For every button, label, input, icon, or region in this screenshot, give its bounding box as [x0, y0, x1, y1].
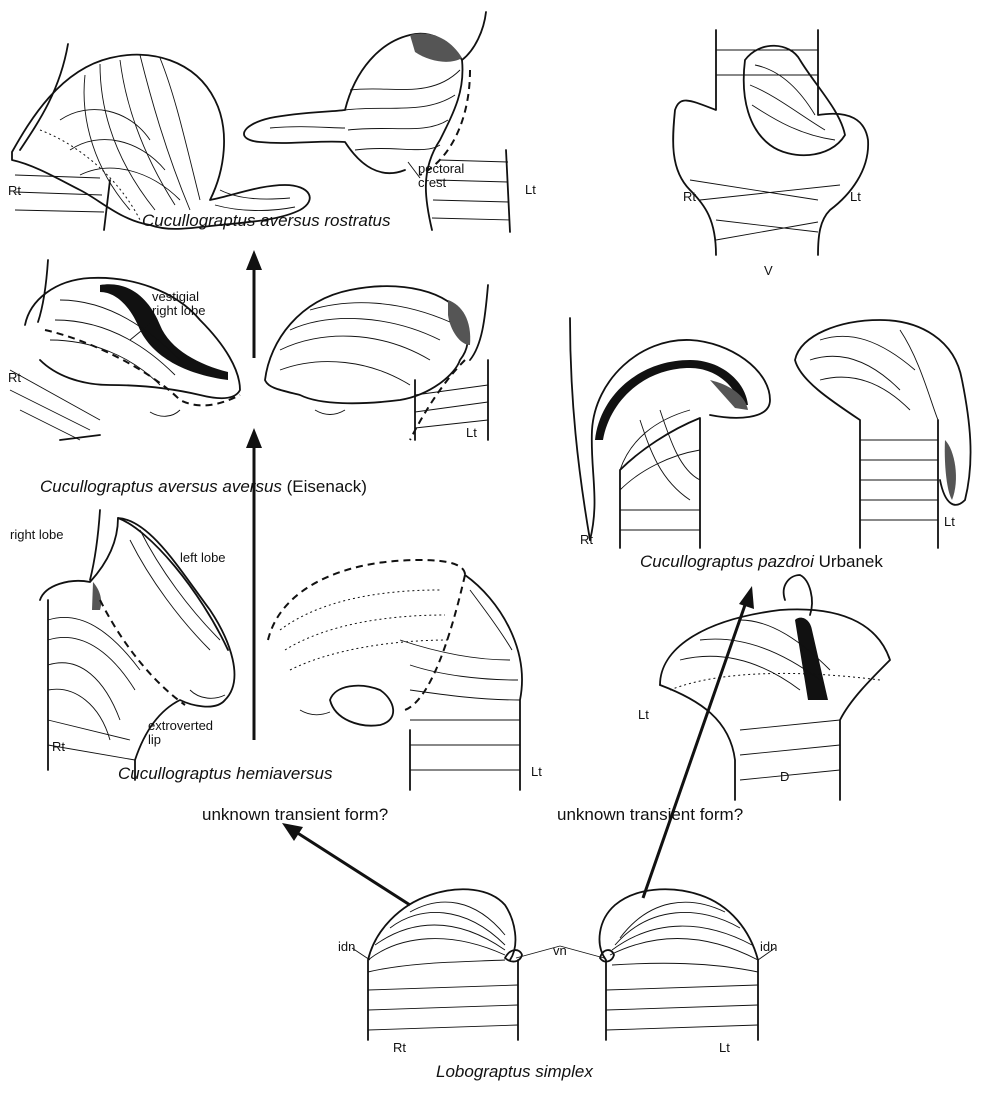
species-pazdroi-name: Cucullograptus pazdroi	[640, 552, 814, 571]
label-vn: vn	[553, 944, 567, 957]
label-lt-dorsal: Lt	[638, 708, 649, 721]
label-rt-aversus: Rt	[8, 371, 21, 384]
aversus-left-view	[265, 285, 488, 440]
label-dorsal-d: D	[780, 770, 789, 783]
rostratus-left-view	[244, 12, 510, 232]
label-lt-rostratus: Lt	[525, 183, 536, 196]
label-right-lobe: right lobe	[10, 528, 63, 541]
species-aversus-name: Cucullograptus aversus aversus	[40, 477, 282, 496]
arrow-hemiaversus-to-aversus	[246, 428, 262, 740]
label-lt-hemiaversus: Lt	[531, 765, 542, 778]
simplex-right-view	[368, 889, 522, 1040]
label-lt-simplex: Lt	[719, 1041, 730, 1054]
label-lt-pazdroi: Lt	[944, 515, 955, 528]
transient-form-question-left: unknown transient form?	[202, 806, 388, 823]
label-rt-rostratus: Rt	[8, 184, 21, 197]
label-rt-simplex: Rt	[393, 1041, 406, 1054]
label-rt-ventral: Rt	[683, 190, 696, 203]
rostratus-right-view	[12, 44, 310, 230]
species-pazdroi-author: Urbanek	[819, 552, 883, 571]
species-name-hemiaversus: Cucullograptus hemiaversus	[118, 765, 333, 782]
label-rt-hemiaversus: Rt	[52, 740, 65, 753]
dorsal-view	[660, 575, 890, 800]
transient-form-question-right: unknown transient form?	[557, 806, 743, 823]
label-pectoral-crest: pectoral crest	[418, 162, 464, 191]
hemiaversus-left-view	[268, 560, 522, 790]
pazdroi-right-view	[570, 318, 770, 548]
label-ventral-v: V	[764, 264, 773, 277]
species-name-pazdroi: Cucullograptus pazdroi Urbanek	[640, 553, 883, 570]
ventral-view	[673, 30, 868, 255]
label-idn-left: idn	[338, 940, 355, 953]
species-name-aversus: Cucullograptus aversus aversus (Eisenack…	[40, 478, 367, 495]
label-lt-ventral: Lt	[850, 190, 861, 203]
label-left-lobe: left lobe	[180, 551, 226, 564]
label-extroverted-lip: extroverted lip	[148, 719, 213, 748]
species-name-rostratus: Cucullograptus aversus rostratus	[142, 212, 391, 229]
label-rt-pazdroi: Rt	[580, 533, 593, 546]
species-aversus-author: (Eisenack)	[287, 477, 367, 496]
aversus-right-view	[10, 260, 240, 440]
arrow-simplex-to-hemiaversus	[282, 823, 410, 905]
label-lt-aversus: Lt	[466, 426, 477, 439]
label-idn-right: idn	[760, 940, 777, 953]
label-vestigial-right-lobe: vestigial right lobe	[152, 290, 205, 319]
species-name-simplex: Lobograptus simplex	[436, 1063, 593, 1080]
simplex-left-view	[600, 889, 758, 1040]
arrow-aversus-to-rostratus	[246, 250, 262, 358]
